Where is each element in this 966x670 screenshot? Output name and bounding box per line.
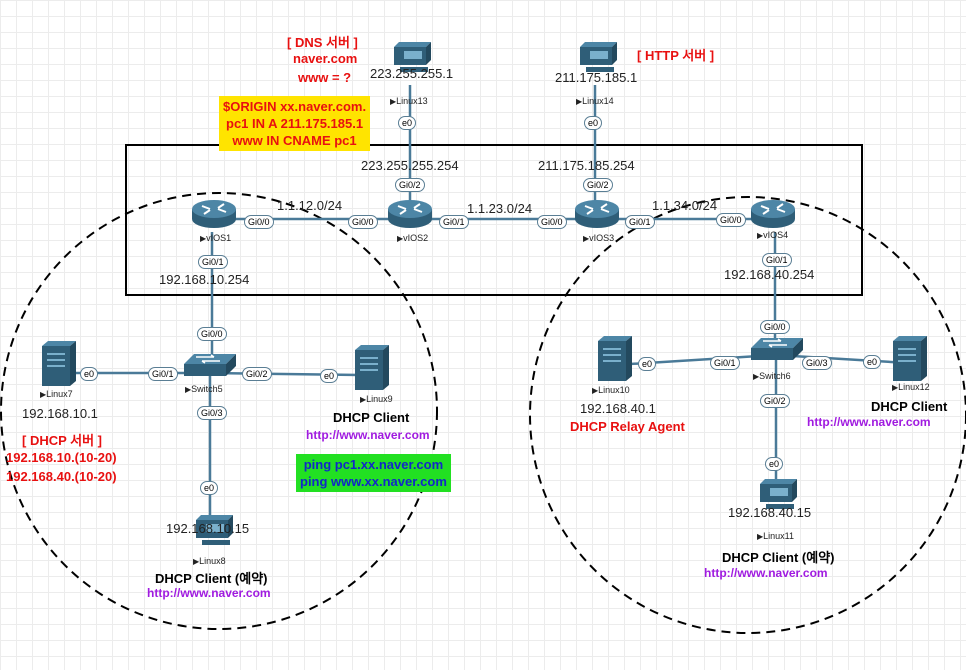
switch6-gi00: Gi0/0	[760, 320, 790, 334]
linux14-e0: e0	[584, 116, 603, 130]
lan40-boundary	[529, 196, 966, 634]
vios3-gi02: Gi0/2	[583, 178, 613, 192]
dns-server-title: [ DNS 서버 ]	[287, 35, 358, 50]
http-server-title: [ HTTP 서버 ]	[637, 48, 715, 63]
vios2-label: vIOS2	[397, 233, 428, 243]
linux13-label: Linux13	[390, 96, 428, 106]
linux12-url[interactable]: http://www.naver.com	[807, 415, 931, 429]
vios3-label: vIOS3	[583, 233, 614, 243]
switch6-gi02: Gi0/2	[760, 394, 790, 408]
vios4-ip: 192.168.40.254	[724, 267, 815, 282]
dns-domain: naver.com	[293, 51, 358, 66]
linux7-label: Linux7	[40, 389, 73, 399]
vios3-gi00: Gi0/0	[537, 215, 567, 229]
switch5-gi02: Gi0/2	[242, 367, 272, 381]
ping-line-2: ping www.xx.naver.com	[300, 474, 447, 489]
zone-file-box: $ORIGIN xx.naver.com. pc1 IN A 211.175.1…	[219, 96, 371, 151]
linux7-role: [ DHCP 서버 ]	[22, 433, 103, 448]
switch5-gi03: Gi0/3	[197, 406, 227, 420]
vios3-gi01: Gi0/1	[625, 215, 655, 229]
link-switch6-linux12	[775, 353, 909, 365]
vios2-gi01: Gi0/1	[439, 215, 469, 229]
linux9-label: Linux9	[360, 394, 393, 404]
linux10-label: Linux10	[592, 385, 630, 395]
linux13-e0: e0	[398, 116, 417, 130]
router-icon-vios1[interactable]	[191, 199, 237, 229]
linux8-role: DHCP Client (예약)	[155, 571, 268, 586]
server-icon-linux12[interactable]	[892, 335, 928, 382]
switch5-gi01: Gi0/1	[148, 367, 178, 381]
vios1-label: vIOS1	[200, 233, 231, 243]
switch5-gi00: Gi0/0	[197, 327, 227, 341]
switch-icon-switch6[interactable]	[750, 337, 804, 361]
linux9-e0: e0	[320, 369, 339, 383]
switch6-gi03: Gi0/3	[802, 356, 832, 370]
vios1-gi01: Gi0/1	[198, 255, 228, 269]
linux11-e0: e0	[765, 457, 784, 471]
linux9-url[interactable]: http://www.naver.com	[306, 428, 430, 442]
linux11-role: DHCP Client (예약)	[722, 550, 835, 565]
switch6-label: Switch6	[753, 371, 791, 381]
linux8-label: Linux8	[193, 556, 226, 566]
switch5-label: Switch5	[185, 384, 223, 394]
linux13-ip: 223.255.255.1	[370, 66, 454, 81]
ping-box: ping pc1.xx.naver.com ping www.xx.naver.…	[296, 454, 451, 492]
linux9-role: DHCP Client	[333, 410, 410, 425]
linux12-role: DHCP Client	[871, 399, 948, 414]
switch-icon-switch5[interactable]	[183, 353, 237, 377]
zone-line-1: $ORIGIN xx.naver.com.	[223, 99, 367, 114]
vios2-gi02: Gi0/2	[395, 178, 425, 192]
server-icon-linux7[interactable]	[41, 340, 77, 387]
vios2-ip: 223.255.255.254	[361, 158, 459, 173]
linux7-pool1: 192.168.10.(10-20)	[6, 450, 117, 465]
dns-query: www = ?	[298, 70, 352, 85]
linux7-pool2: 192.168.40.(10-20)	[6, 469, 117, 484]
vios4-gi00: Gi0/0	[716, 213, 746, 227]
linux7-ip: 192.168.10.1	[22, 406, 98, 421]
linux12-e0: e0	[863, 355, 882, 369]
workstation-icon-linux14[interactable]	[580, 42, 617, 72]
linux7-e0: e0	[80, 367, 99, 381]
backbone-box	[125, 144, 863, 296]
router-icon-vios2[interactable]	[387, 199, 433, 229]
switch6-gi01: Gi0/1	[710, 356, 740, 370]
vios1-gi00: Gi0/0	[244, 215, 274, 229]
vios4-label: vIOS4	[757, 230, 788, 240]
linux10-e0: e0	[638, 357, 657, 371]
server-icon-linux9[interactable]	[354, 344, 390, 391]
linux11-label: Linux11	[757, 531, 794, 541]
linux14-label: Linux14	[576, 96, 614, 106]
linux10-ip: 192.168.40.1	[580, 401, 656, 416]
vios3-ip: 211.175.185.254	[538, 158, 635, 173]
linux8-e0: e0	[200, 481, 219, 495]
linux11-url[interactable]: http://www.naver.com	[704, 566, 828, 580]
linux11-ip: 192.168.40.15	[728, 505, 812, 520]
linux8-ip: 192.168.10.15	[166, 521, 250, 536]
linux12-label: Linux12	[892, 382, 930, 392]
zone-line-3: www IN CNAME pc1	[232, 133, 357, 148]
zone-line-2: pc1 IN A 211.175.185.1	[226, 116, 364, 131]
network-23: 1.1.23.0/24	[467, 201, 533, 216]
vios4-gi01: Gi0/1	[762, 253, 792, 267]
router-icon-vios4[interactable]	[750, 199, 796, 229]
network-12: 1.1.12.0/24	[277, 198, 343, 213]
vios2-gi00: Gi0/0	[348, 215, 378, 229]
linux14-ip: 211.175.185.1	[555, 70, 638, 85]
router-icon-vios3[interactable]	[574, 199, 620, 229]
vios1-ip: 192.168.10.254	[159, 272, 250, 287]
server-icon-linux10[interactable]	[597, 335, 633, 382]
ping-line-1: ping pc1.xx.naver.com	[303, 457, 444, 472]
linux8-url[interactable]: http://www.naver.com	[147, 586, 271, 600]
network-34: 1.1.34.0/24	[652, 198, 718, 213]
linux10-role: DHCP Relay Agent	[570, 419, 685, 434]
lan10-boundary	[0, 192, 438, 630]
